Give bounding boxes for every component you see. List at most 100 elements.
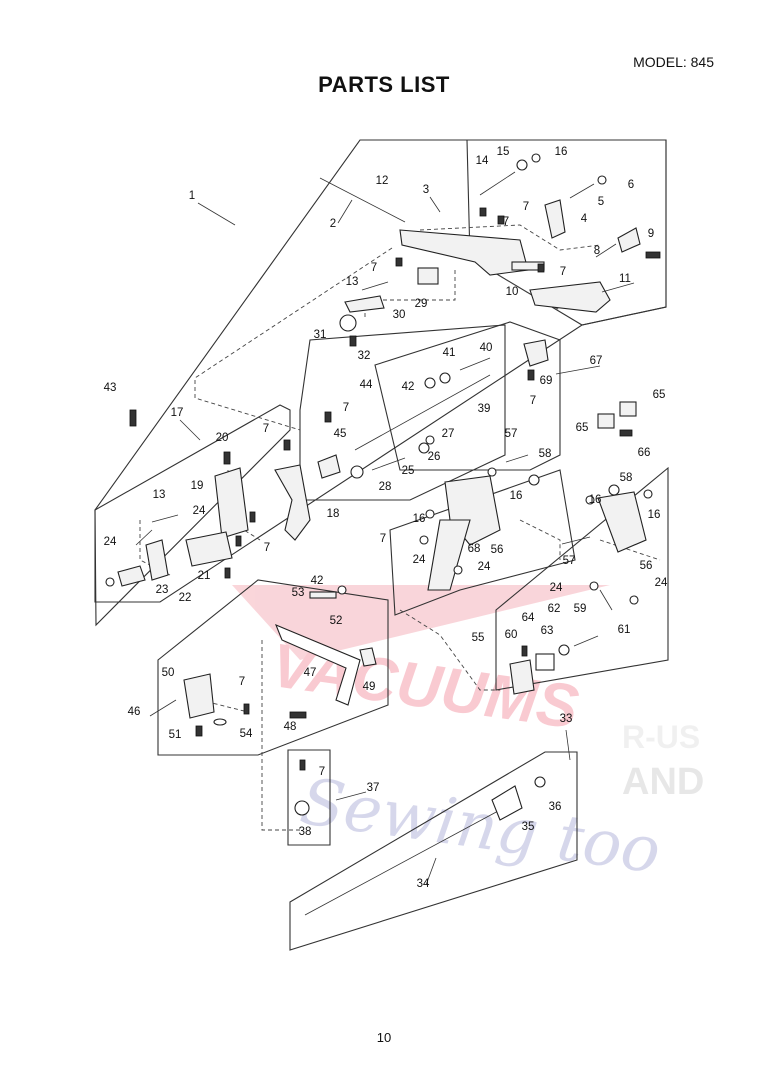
dashed-guides <box>139 224 661 831</box>
callout-8: 8 <box>594 245 600 257</box>
bracket-3 <box>399 229 529 276</box>
link-68 <box>427 519 471 591</box>
ring-24c <box>453 565 463 575</box>
callout-15: 15 <box>497 146 510 158</box>
leader-lines <box>135 196 635 886</box>
callout-7: 7 <box>239 676 245 688</box>
callout-47: 47 <box>304 667 317 679</box>
callout-26: 26 <box>428 451 441 463</box>
callout-55: 55 <box>472 632 485 644</box>
collar-31 <box>339 314 357 332</box>
callout-16: 16 <box>589 494 602 506</box>
ring-26 <box>418 442 430 454</box>
callout-43: 43 <box>104 382 117 394</box>
callout-4: 4 <box>581 213 588 225</box>
ring-24e <box>629 595 639 605</box>
feed-dog-8 <box>617 227 641 253</box>
callout-7: 7 <box>264 542 270 554</box>
callout-50: 50 <box>162 667 175 679</box>
model-label: MODEL: 845 <box>633 54 714 70</box>
callout-27: 27 <box>442 428 455 440</box>
ring-24d <box>589 581 599 591</box>
screw-7e <box>527 369 535 381</box>
assembly-frames <box>94 139 669 951</box>
callout-54: 54 <box>240 728 253 740</box>
shaft-40 <box>459 357 491 371</box>
ring-41 <box>439 372 451 384</box>
pin-57b <box>561 536 591 545</box>
screw-64 <box>521 645 528 657</box>
screw-48 <box>289 711 307 719</box>
callout-30: 30 <box>393 309 406 321</box>
part-shapes <box>105 153 661 916</box>
callout-25: 25 <box>402 465 415 477</box>
lever-4 <box>544 199 566 239</box>
callout-7: 7 <box>560 266 566 278</box>
callout-29: 29 <box>415 298 428 310</box>
screw-66 <box>619 429 633 437</box>
callout-21: 21 <box>198 570 211 582</box>
callout-56: 56 <box>491 544 504 556</box>
callout-41: 41 <box>443 347 456 359</box>
page-title: PARTS LIST <box>318 72 450 97</box>
callout-7: 7 <box>343 402 349 414</box>
screw-61 <box>573 635 599 647</box>
callout-24: 24 <box>655 577 668 589</box>
callout-24: 24 <box>104 536 117 548</box>
bracket-21 <box>185 531 233 567</box>
callout-61: 61 <box>618 624 631 636</box>
callout-40: 40 <box>480 342 493 354</box>
block-29 <box>417 267 439 285</box>
pin-25 <box>371 457 406 471</box>
callout-39: 39 <box>478 403 491 415</box>
callout-24: 24 <box>193 505 206 517</box>
washer-15 <box>516 159 528 171</box>
watermark-logo: VACUUMS R-US AND Sewing too <box>232 585 704 889</box>
ring-24b <box>419 535 429 545</box>
stud-13b <box>151 514 179 523</box>
link-22 <box>145 539 169 581</box>
callout-7: 7 <box>371 262 377 274</box>
callout-31: 31 <box>314 329 327 341</box>
ring-16 <box>531 153 541 163</box>
shaft-39 <box>354 374 491 451</box>
callout-6: 6 <box>628 179 634 191</box>
callout-19: 19 <box>191 480 204 492</box>
callout-22: 22 <box>179 592 192 604</box>
callout-7: 7 <box>530 395 536 407</box>
nut-49 <box>359 647 377 667</box>
callout-60: 60 <box>505 629 518 641</box>
callout-42: 42 <box>311 575 324 587</box>
sector-56b <box>597 491 647 553</box>
pin-53 <box>309 591 337 599</box>
ring-42b <box>337 585 347 595</box>
link-59 <box>599 589 613 611</box>
callout-35: 35 <box>522 821 535 833</box>
callout-56: 56 <box>640 560 653 572</box>
ring-16f <box>643 489 653 499</box>
callout-33: 33 <box>560 713 573 725</box>
callout-16: 16 <box>648 509 661 521</box>
washer-58a <box>528 474 540 486</box>
lever-47 <box>275 623 361 706</box>
screw-7l <box>299 759 306 771</box>
ring-16d <box>487 467 497 477</box>
callout-13: 13 <box>346 276 359 288</box>
link-30 <box>344 295 385 313</box>
callout-52: 52 <box>330 615 343 627</box>
callout-59: 59 <box>574 603 587 615</box>
washer-62 <box>558 644 570 656</box>
callout-23: 23 <box>156 584 169 596</box>
callout-7: 7 <box>503 216 509 228</box>
callout-10: 10 <box>506 286 519 298</box>
callout-16: 16 <box>510 490 523 502</box>
roller-63 <box>535 653 555 671</box>
block-23 <box>117 565 146 587</box>
stud-13 <box>361 281 389 291</box>
callout-67: 67 <box>590 355 603 367</box>
ring-24a <box>105 577 115 587</box>
callout-58: 58 <box>539 448 552 460</box>
ring-27 <box>425 435 435 445</box>
ring-6 <box>597 175 607 185</box>
